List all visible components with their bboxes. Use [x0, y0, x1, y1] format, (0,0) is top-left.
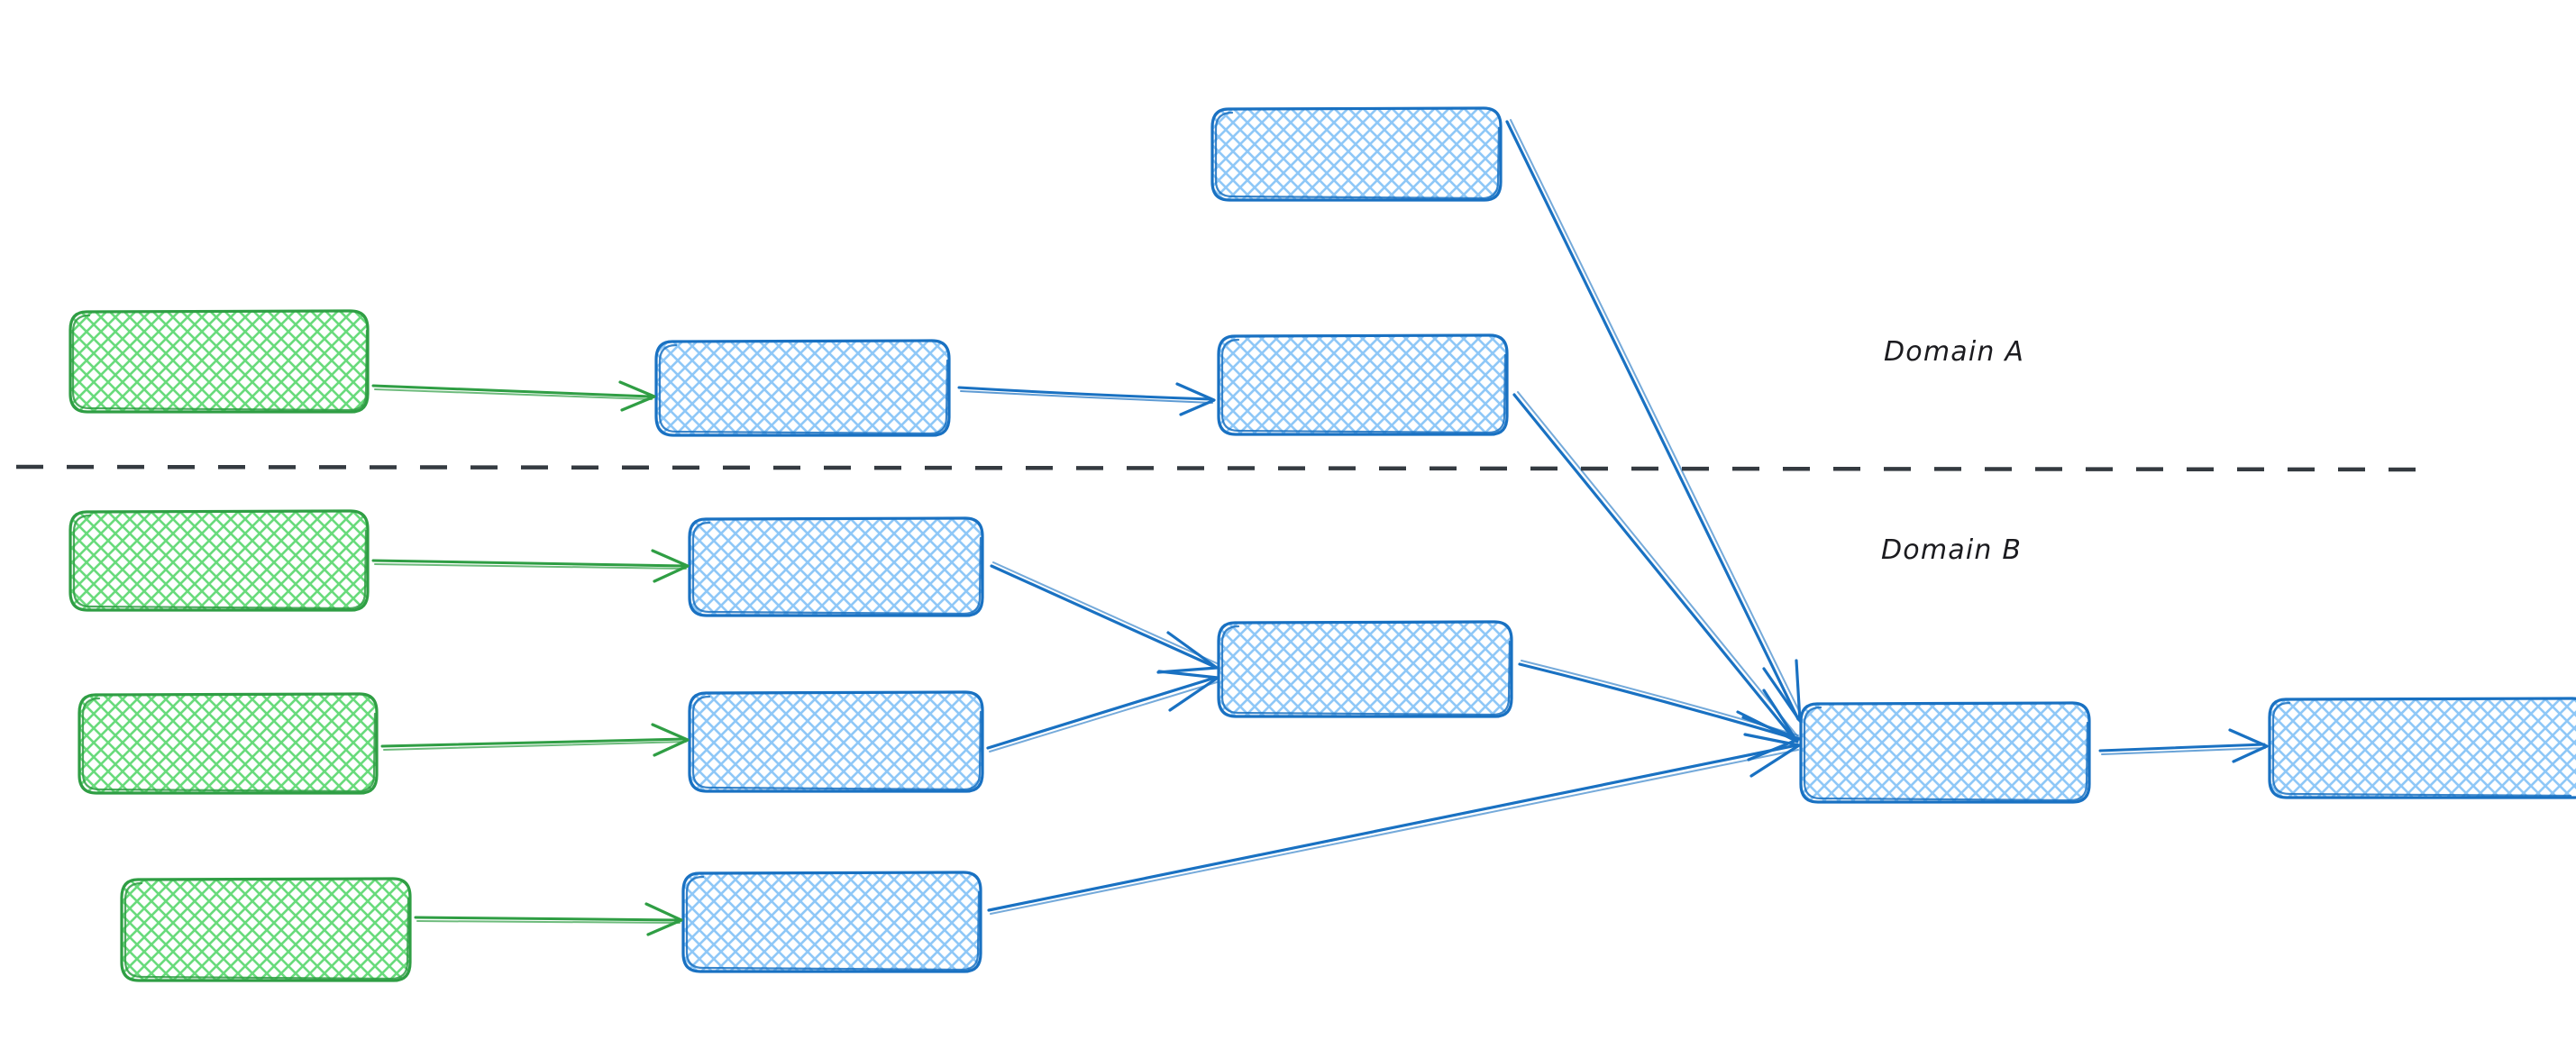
node-b-agg-1[interactable]	[1217, 620, 1513, 718]
edge-b-src-3-to-b-mid-3	[414, 902, 683, 936]
node-b-src-3[interactable]	[120, 877, 412, 982]
domain-a-label: Domain A	[1884, 336, 2025, 368]
node-a-src-1[interactable]	[69, 309, 370, 414]
edge-b-mid-2-to-b-agg-1	[986, 670, 1219, 753]
edge-b-mid-1-to-b-agg-1	[990, 561, 1219, 674]
edge-b-mid-3-to-b-agg-2	[987, 733, 1801, 915]
edge-b-src-1-to-b-mid-1	[371, 549, 690, 583]
node-b-src-2[interactable]	[78, 692, 379, 795]
edge-a-out-1-to-b-agg-2	[1512, 391, 1800, 743]
edge-b-agg-2-to-b-out-1	[2098, 728, 2269, 763]
node-b-mid-1[interactable]	[688, 516, 984, 617]
domain-b-label: Domain B	[1881, 534, 2023, 566]
node-b-mid-3[interactable]	[681, 871, 982, 973]
node-a-out-1[interactable]	[1217, 333, 1509, 436]
edge-b-src-2-to-b-mid-2	[380, 723, 690, 757]
node-a-mid-1[interactable]	[654, 339, 951, 437]
edge-a-top-1-to-b-agg-2	[1505, 119, 1803, 723]
node-b-mid-2[interactable]	[688, 690, 984, 793]
node-a-top-1[interactable]	[1210, 106, 1503, 202]
node-b-agg-2[interactable]	[1799, 701, 2091, 804]
node-b-src-1[interactable]	[69, 509, 370, 612]
edge-b-agg-1-to-b-agg-2	[1518, 660, 1801, 762]
edge-a-mid-1-to-a-out-1	[957, 382, 1216, 416]
node-b-out-1[interactable]	[2268, 697, 2576, 799]
edge-a-src-1-to-a-mid-1	[371, 380, 656, 412]
domain-divider	[15, 464, 2418, 472]
